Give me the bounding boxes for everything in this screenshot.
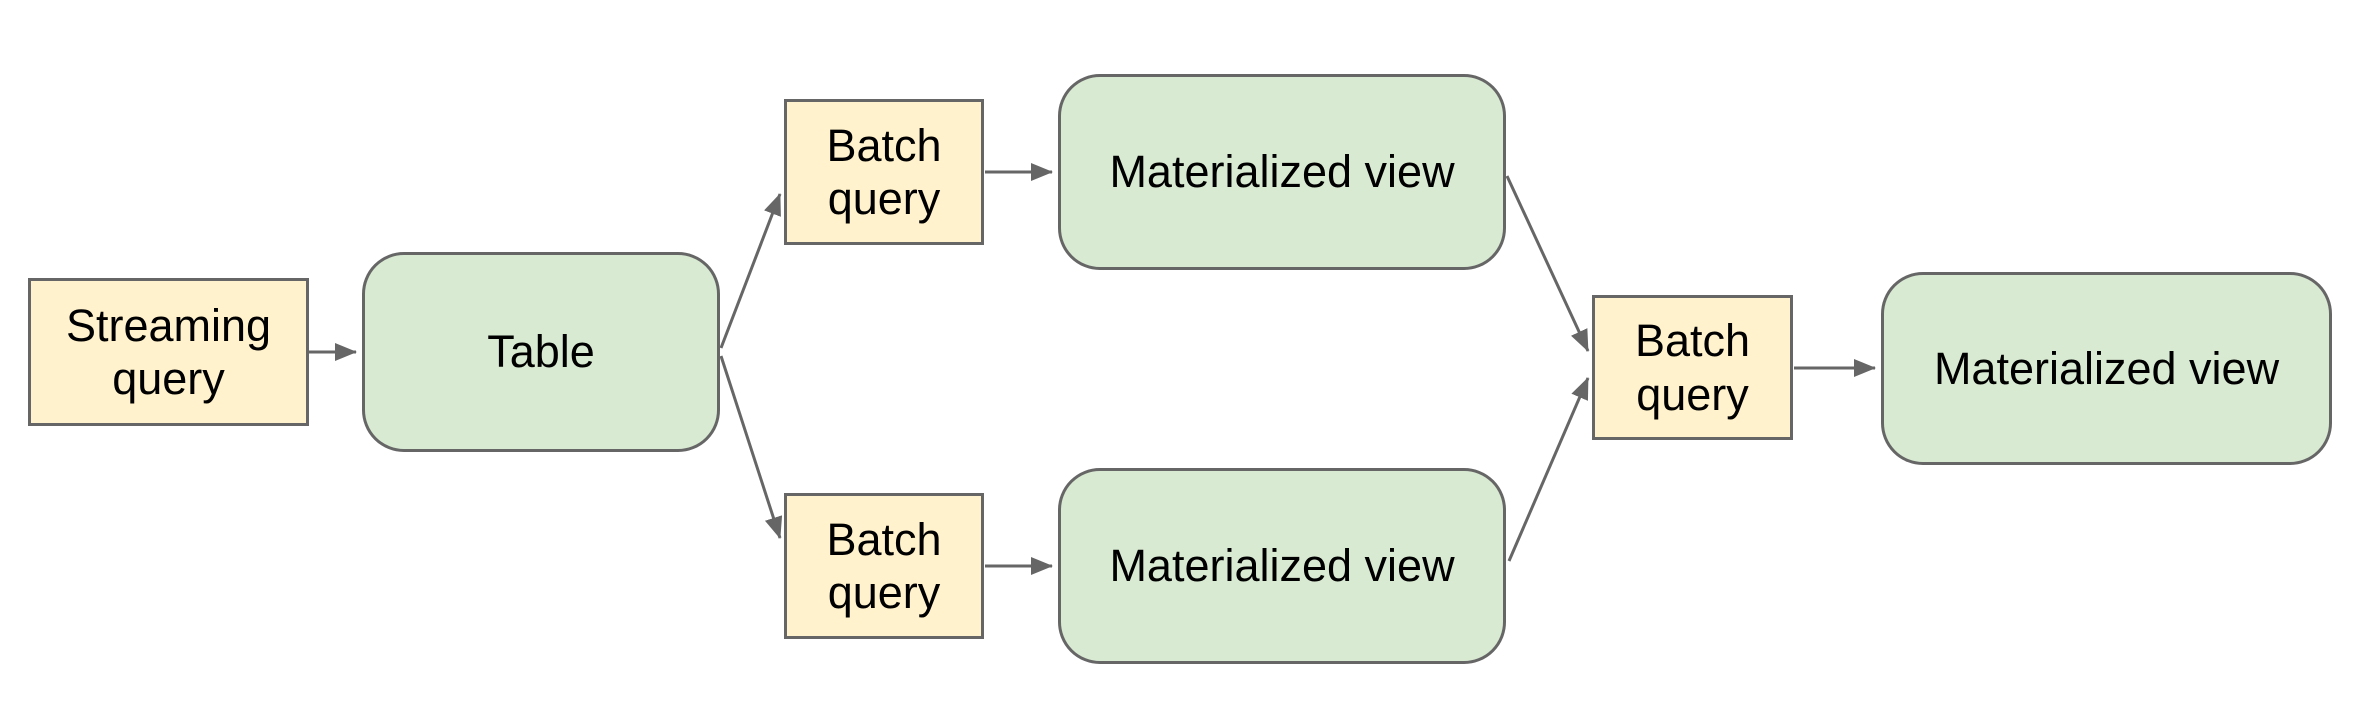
edge-table-to-batch-query-top (719, 193, 782, 349)
edge-materialized-view-top-to-batch-query-right (1505, 175, 1590, 352)
node-batch-query-right-label: Batch query (1634, 315, 1751, 420)
edge-table-to-batch-query-bottom (719, 355, 783, 539)
node-batch-query-right: Batch query (1592, 295, 1793, 440)
node-materialized-view-top: Materialized view (1058, 74, 1506, 270)
node-streaming-query: Streaming query (28, 278, 309, 426)
node-materialized-view-right-label: Materialized view (1933, 342, 2280, 394)
node-batch-query-top: Batch query (784, 99, 984, 245)
node-table-label: Table (487, 326, 595, 378)
node-table: Table (362, 252, 720, 452)
node-materialized-view-bottom-label: Materialized view (1109, 540, 1455, 592)
node-materialized-view-bottom: Materialized view (1058, 468, 1506, 664)
node-batch-query-bottom: Batch query (784, 493, 984, 639)
node-materialized-view-top-label: Materialized view (1109, 146, 1455, 198)
node-materialized-view-right: Materialized view (1881, 272, 2332, 465)
node-streaming-query-label: Streaming query (65, 299, 272, 404)
node-batch-query-top-label: Batch query (826, 119, 942, 224)
edge-materialized-view-bottom-to-batch-query-right (1507, 377, 1590, 562)
node-batch-query-bottom-label: Batch query (826, 513, 942, 618)
